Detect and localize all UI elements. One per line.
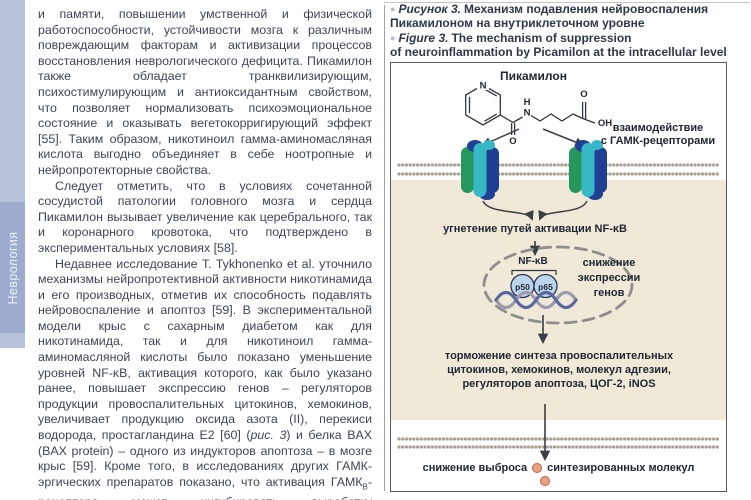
nucleus-outline: [482, 245, 634, 325]
receptor-interaction-label: взаимодействие с ГАМК-рецепторами: [593, 122, 723, 149]
ring-nitrogen-label: N: [480, 80, 487, 91]
figure-artwork: N O H N O OH: [391, 79, 726, 461]
caption-bullet-icon: ●: [390, 4, 396, 14]
acid-hydroxyl-label: OH: [598, 118, 612, 129]
paragraph: и памяти, повышении умственной и физичес…: [38, 7, 372, 177]
nfkb-bracket: [511, 269, 557, 275]
figure-caption-en: ●Figure 3.The mechanism of suppression o…: [390, 31, 742, 60]
figure-caption-ru: ●Рисунок 3.Механизм подавления нейровосп…: [390, 2, 742, 31]
caption-text-en-line1: The mechanism of suppression: [451, 30, 632, 45]
amide-nitrogen-label: N: [524, 107, 531, 118]
release-left-text: снижение выброса: [422, 461, 528, 474]
cell-membrane-top: [397, 163, 720, 176]
figure-column: ●Рисунок 3.Механизм подавления нейровосп…: [390, 2, 742, 492]
nfkb-inhibition-label: угнетение путей активации NF-κB: [443, 222, 627, 235]
release-reduction-label: снижение выброса синтезированных молекул: [391, 462, 726, 474]
synthesis-inhibition-label: торможение синтеза провоспалительных цит…: [444, 349, 674, 390]
caption-label-ru: Рисунок 3.: [398, 2, 461, 16]
p50-label: p50: [515, 281, 530, 292]
picamilon-molecule: [465, 79, 596, 135]
drug-name-label: Пикамилон: [500, 68, 567, 83]
section-tab-neurology: Неврология: [0, 202, 25, 333]
receptor-interaction-line2: с ГАМК-рецепторами: [600, 135, 716, 148]
section-sidebar: Неврология: [0, 0, 25, 348]
amide-hydrogen-label: H: [524, 97, 531, 108]
gaba-receptor-right: [569, 139, 607, 200]
article-text-column: и памяти, повышении умственной и физичес…: [38, 7, 372, 500]
binding-arrows: [481, 127, 585, 147]
caption-label-en: Figure 3.: [398, 30, 449, 45]
column-divider: [384, 5, 385, 491]
dna-helix: [494, 290, 578, 309]
receptor-interaction-line1: взаимодействие: [612, 121, 704, 134]
p65-label: p65: [538, 281, 553, 292]
paragraph: Недавнее исследование T. Tykhonenko et a…: [38, 256, 372, 500]
section-label: Неврология: [5, 231, 20, 304]
figure-3-diagram: N O H N O OH: [390, 61, 727, 492]
p65-subunit: [533, 273, 558, 298]
release-right-text: синтезированных молекул: [547, 461, 695, 474]
molecule-dot-icon: [540, 475, 550, 486]
gene-expression-label: снижение экспрессии генов: [577, 256, 641, 299]
cell-membrane-bottom: [397, 437, 720, 449]
caption-bullet-icon: ●: [390, 32, 396, 43]
carbonyl-oxygen-label: O: [509, 136, 516, 147]
top-rule: [384, 2, 750, 3]
nfkb-complex-label: NF-κB: [518, 255, 548, 267]
caption-text-ru: Механизм подавления нейровоспаления Пика…: [390, 2, 709, 31]
cytoplasm-region: [391, 179, 726, 420]
gaba-receptor-left: [461, 139, 499, 200]
molecule-dot-icon: [532, 462, 543, 473]
signal-converge-arrows: [482, 200, 588, 221]
acid-oxygen-label: O: [580, 89, 587, 100]
paragraph: Следует отметить, что в условиях сочетан…: [38, 178, 372, 255]
caption-text-en-line2: of neuroinflammation by Picamilon at the…: [390, 45, 727, 60]
